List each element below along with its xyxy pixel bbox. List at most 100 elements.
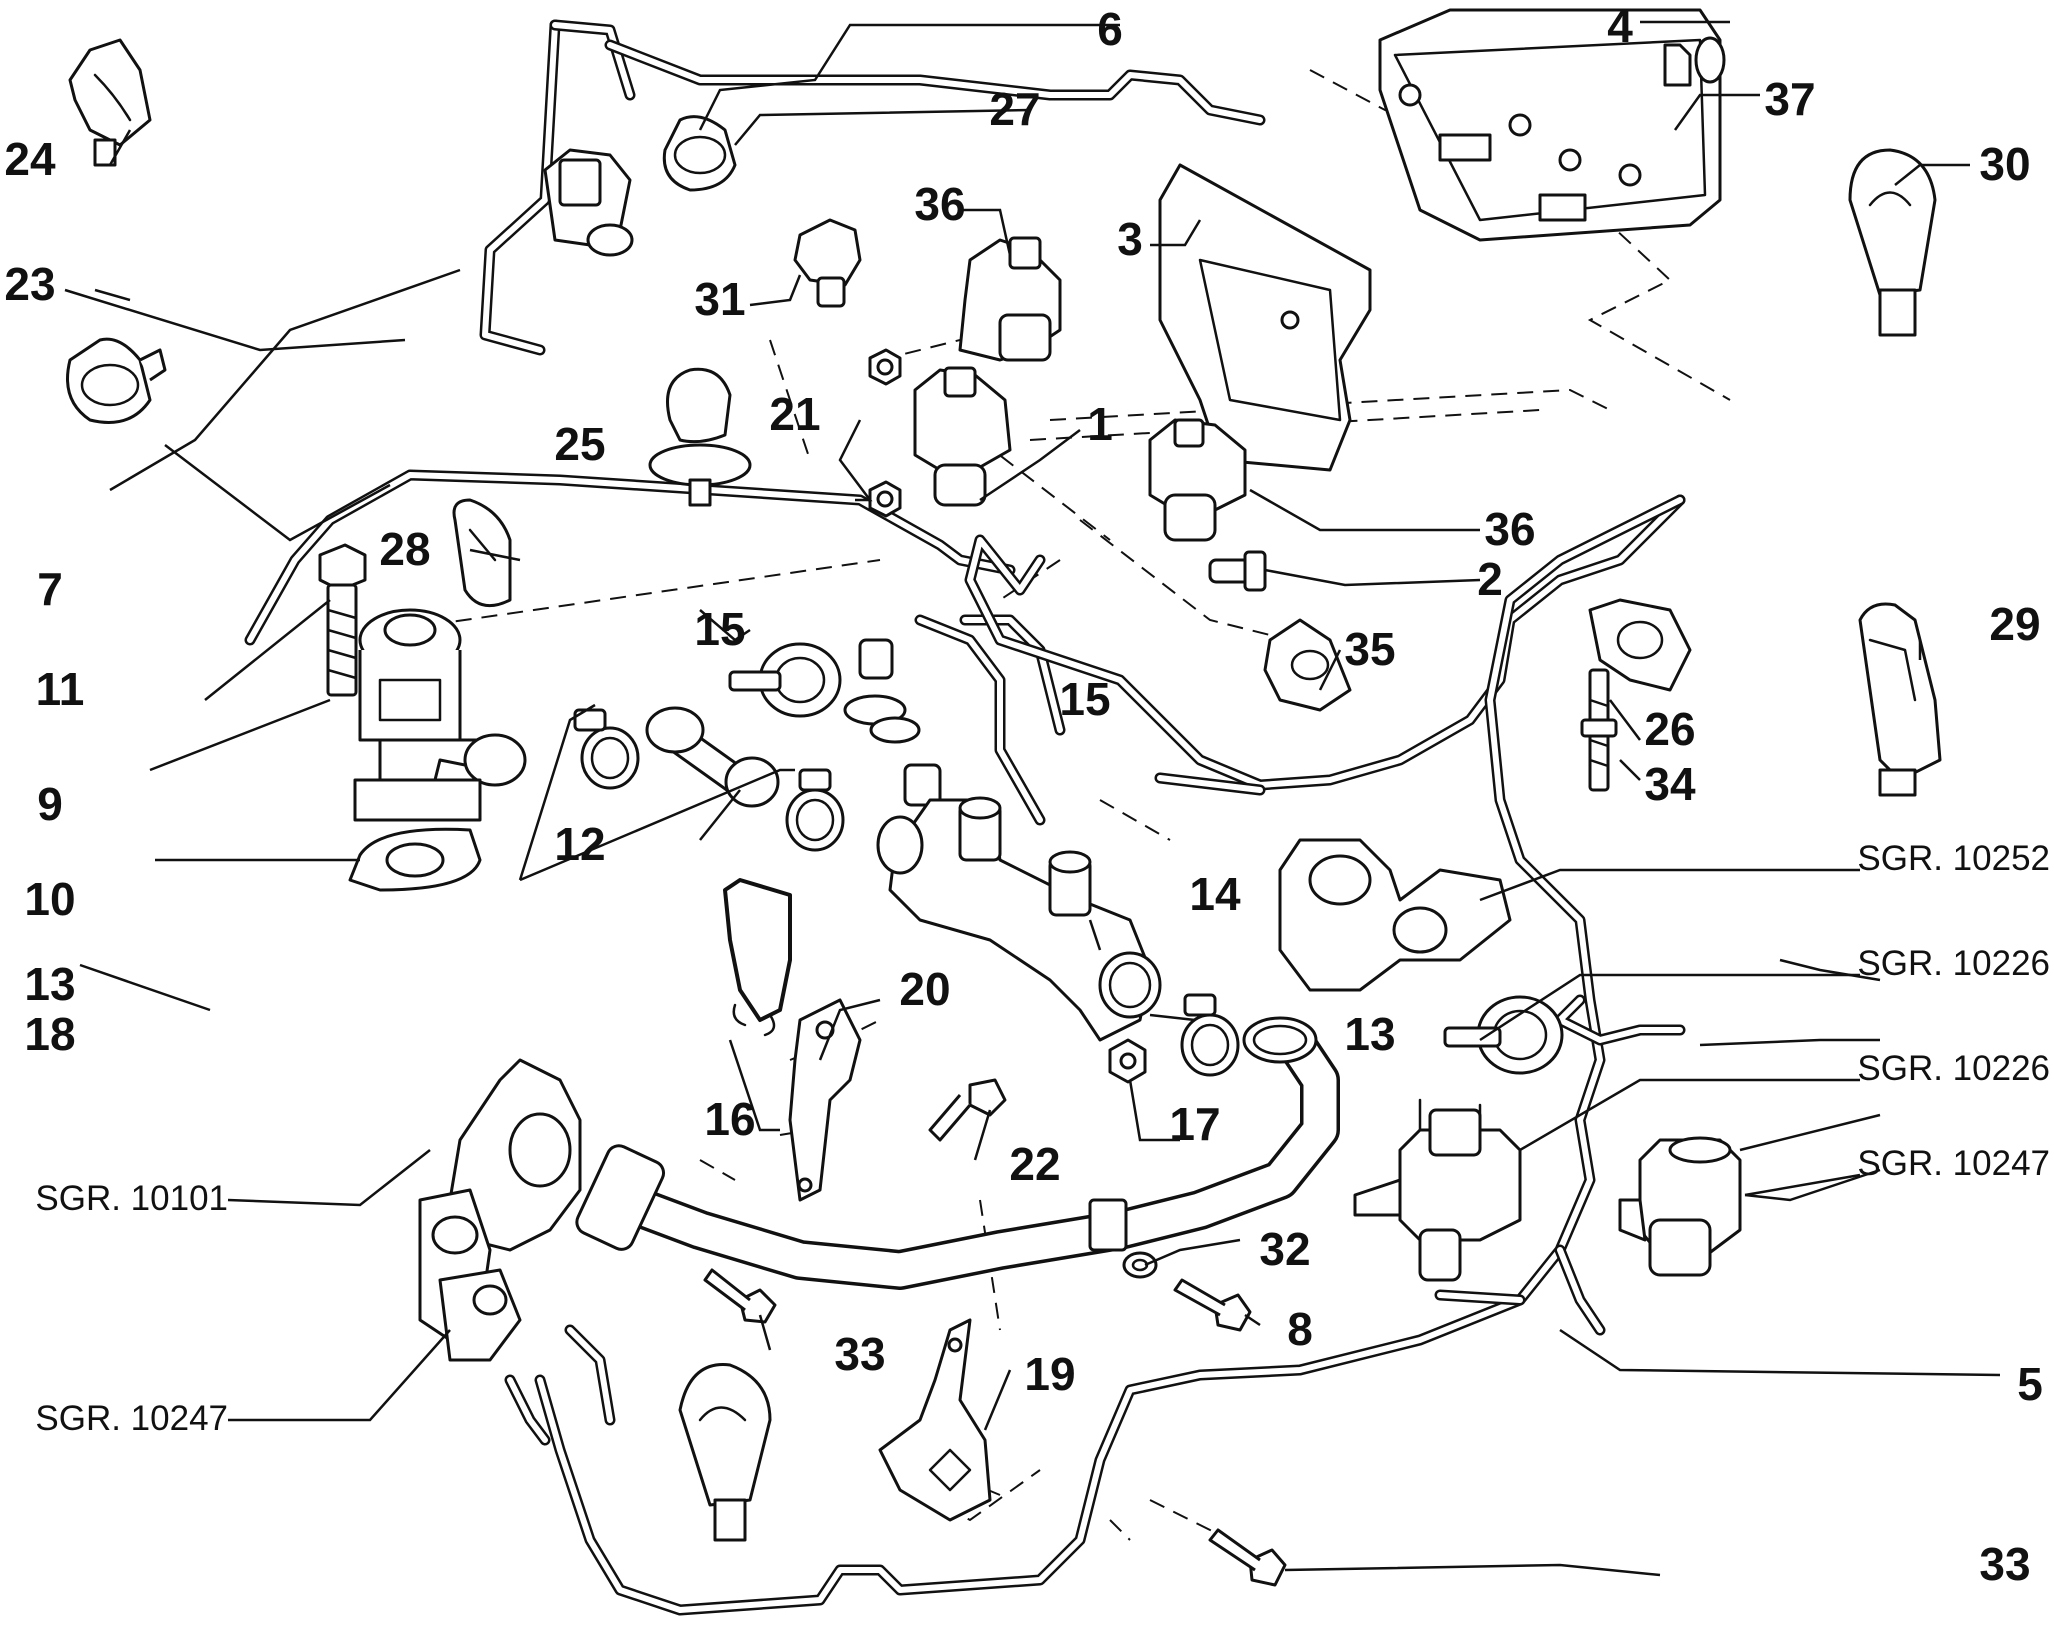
- bracket-19: [878, 1318, 992, 1522]
- gasket-10: [348, 827, 482, 892]
- clip-25: [648, 367, 752, 507]
- clip-29: [1858, 602, 1942, 797]
- solenoid-valve-36-top: [958, 236, 1062, 362]
- bolt-33-mid: [703, 1268, 777, 1324]
- group-ref-10247-right: SGR. 10247: [1857, 1144, 2050, 1183]
- callout-1: 1: [1087, 398, 1113, 450]
- callout-8: 8: [1287, 1303, 1313, 1355]
- clip-27: [662, 115, 737, 192]
- clip-30: [1848, 148, 1937, 337]
- callout-13-left: 13: [24, 958, 75, 1010]
- clamp-13-right: [1180, 993, 1240, 1077]
- callout-25: 25: [554, 418, 605, 470]
- screw-4: [1663, 36, 1726, 87]
- wire-ring-16: [723, 878, 792, 1037]
- connector-31: [793, 218, 862, 308]
- bracket-plate-3: [1158, 163, 1372, 472]
- solenoid-valve-1: [913, 366, 1012, 507]
- turbo-assembly: [1278, 838, 1512, 992]
- callout-28: 28: [379, 523, 430, 575]
- vacuum-pipe-5: [504, 494, 1686, 1616]
- callout-32: 32: [1259, 1223, 1310, 1275]
- callout-29: 29: [1989, 598, 2040, 650]
- bolt-11: [318, 543, 367, 697]
- group-ref-10247-left: SGR. 10247: [35, 1399, 228, 1438]
- callout-6: 6: [1097, 3, 1123, 55]
- callout-9: 9: [37, 778, 63, 830]
- group-ref-10101: SGR. 10101: [35, 1179, 228, 1218]
- washer-32: [1122, 1251, 1158, 1279]
- nut-21: [868, 348, 902, 518]
- bolt-2: [1208, 550, 1267, 592]
- clip-35: [1263, 618, 1352, 712]
- callout-14: 14: [1189, 868, 1241, 920]
- callout-20: 20: [899, 963, 950, 1015]
- group-references: SGR. 10252 SGR. 10226 SGR. 10226 SGR. 10…: [35, 839, 2050, 1438]
- solenoid-group-10226: [1353, 1098, 1522, 1282]
- callout-5: 5: [2017, 1358, 2043, 1410]
- callout-36-top: 36: [914, 178, 965, 230]
- callout-26: 26: [1644, 703, 1695, 755]
- stud-34: [1580, 668, 1618, 792]
- callout-2: 2: [1477, 553, 1503, 605]
- callout-36-bottom: 36: [1484, 503, 1535, 555]
- callout-24: 24: [4, 133, 56, 185]
- bolt-22: [928, 1078, 1007, 1142]
- clamp-13-mid: [785, 768, 845, 852]
- callout-15-mid: 15: [1059, 673, 1110, 725]
- callout-33-mid: 33: [834, 1328, 885, 1380]
- callout-30: 30: [1979, 138, 2030, 190]
- bolt-8: [1173, 1278, 1252, 1332]
- leader-lines: [64, 20, 2001, 1577]
- bracket-20: [788, 998, 862, 1202]
- actuator-15-right: [1443, 995, 1564, 1075]
- callout-4: 4: [1607, 0, 1633, 52]
- bolt-33-bottom: [1208, 1528, 1287, 1587]
- callout-21: 21: [769, 388, 820, 440]
- group-ref-underlines: [1479, 868, 1861, 1197]
- clip-24: [68, 38, 152, 167]
- callout-numbers: 6 27 4 37 30 24 23 36 3 31 21 1 25 36 2 …: [4, 0, 2042, 1590]
- vacuum-pipe-6: [479, 19, 1266, 356]
- callout-3: 3: [1117, 213, 1143, 265]
- pipe-junction-14: [876, 796, 1162, 1042]
- resonator-box-37: [1378, 8, 1722, 242]
- solenoid-valve-36-bottom: [1148, 418, 1247, 542]
- callout-35: 35: [1344, 623, 1395, 675]
- hose-12: [645, 706, 780, 808]
- callout-16: 16: [704, 1093, 755, 1145]
- actuator-15-top: [728, 638, 921, 744]
- callout-19: 19: [1024, 1348, 1075, 1400]
- clip-23: [66, 337, 167, 424]
- solenoid-group-10247-right: [1618, 1136, 1742, 1277]
- vacuum-valve-top: [543, 148, 634, 257]
- callout-12: 12: [554, 818, 605, 870]
- bracket-26: [1588, 598, 1692, 692]
- callout-37: 37: [1764, 73, 1815, 125]
- callout-22: 22: [1009, 1138, 1060, 1190]
- fitting-15: [903, 763, 942, 807]
- callout-11: 11: [36, 663, 85, 715]
- group-ref-10252: SGR. 10252: [1857, 839, 2050, 878]
- group-ref-10226-top: SGR. 10226: [1857, 944, 2050, 983]
- callout-13-right: 13: [1344, 1008, 1395, 1060]
- callout-23: 23: [4, 258, 55, 310]
- callout-17: 17: [1169, 1098, 1220, 1150]
- dashed-guide-lines: [429, 69, 1731, 1541]
- clip-bottom-left: [678, 1363, 772, 1542]
- egr-assembly-left: [418, 1058, 582, 1362]
- vacuum-pipe-center: [964, 494, 1686, 796]
- nut-17: [1108, 1038, 1147, 1084]
- clamp-13-left: [573, 708, 640, 790]
- callout-33-bottom: 33: [1979, 1538, 2030, 1590]
- callout-34: 34: [1644, 758, 1696, 810]
- callout-18: 18: [24, 1008, 75, 1060]
- callout-7: 7: [37, 563, 63, 615]
- egr-pipe-18: [575, 1016, 1340, 1290]
- group-ref-10226-bottom: SGR. 10226: [1857, 1049, 2050, 1088]
- egr-valve-9: [353, 608, 527, 822]
- callout-10: 10: [24, 873, 75, 925]
- vacuum-pipe-7: [244, 469, 1066, 826]
- callout-31: 31: [694, 273, 745, 325]
